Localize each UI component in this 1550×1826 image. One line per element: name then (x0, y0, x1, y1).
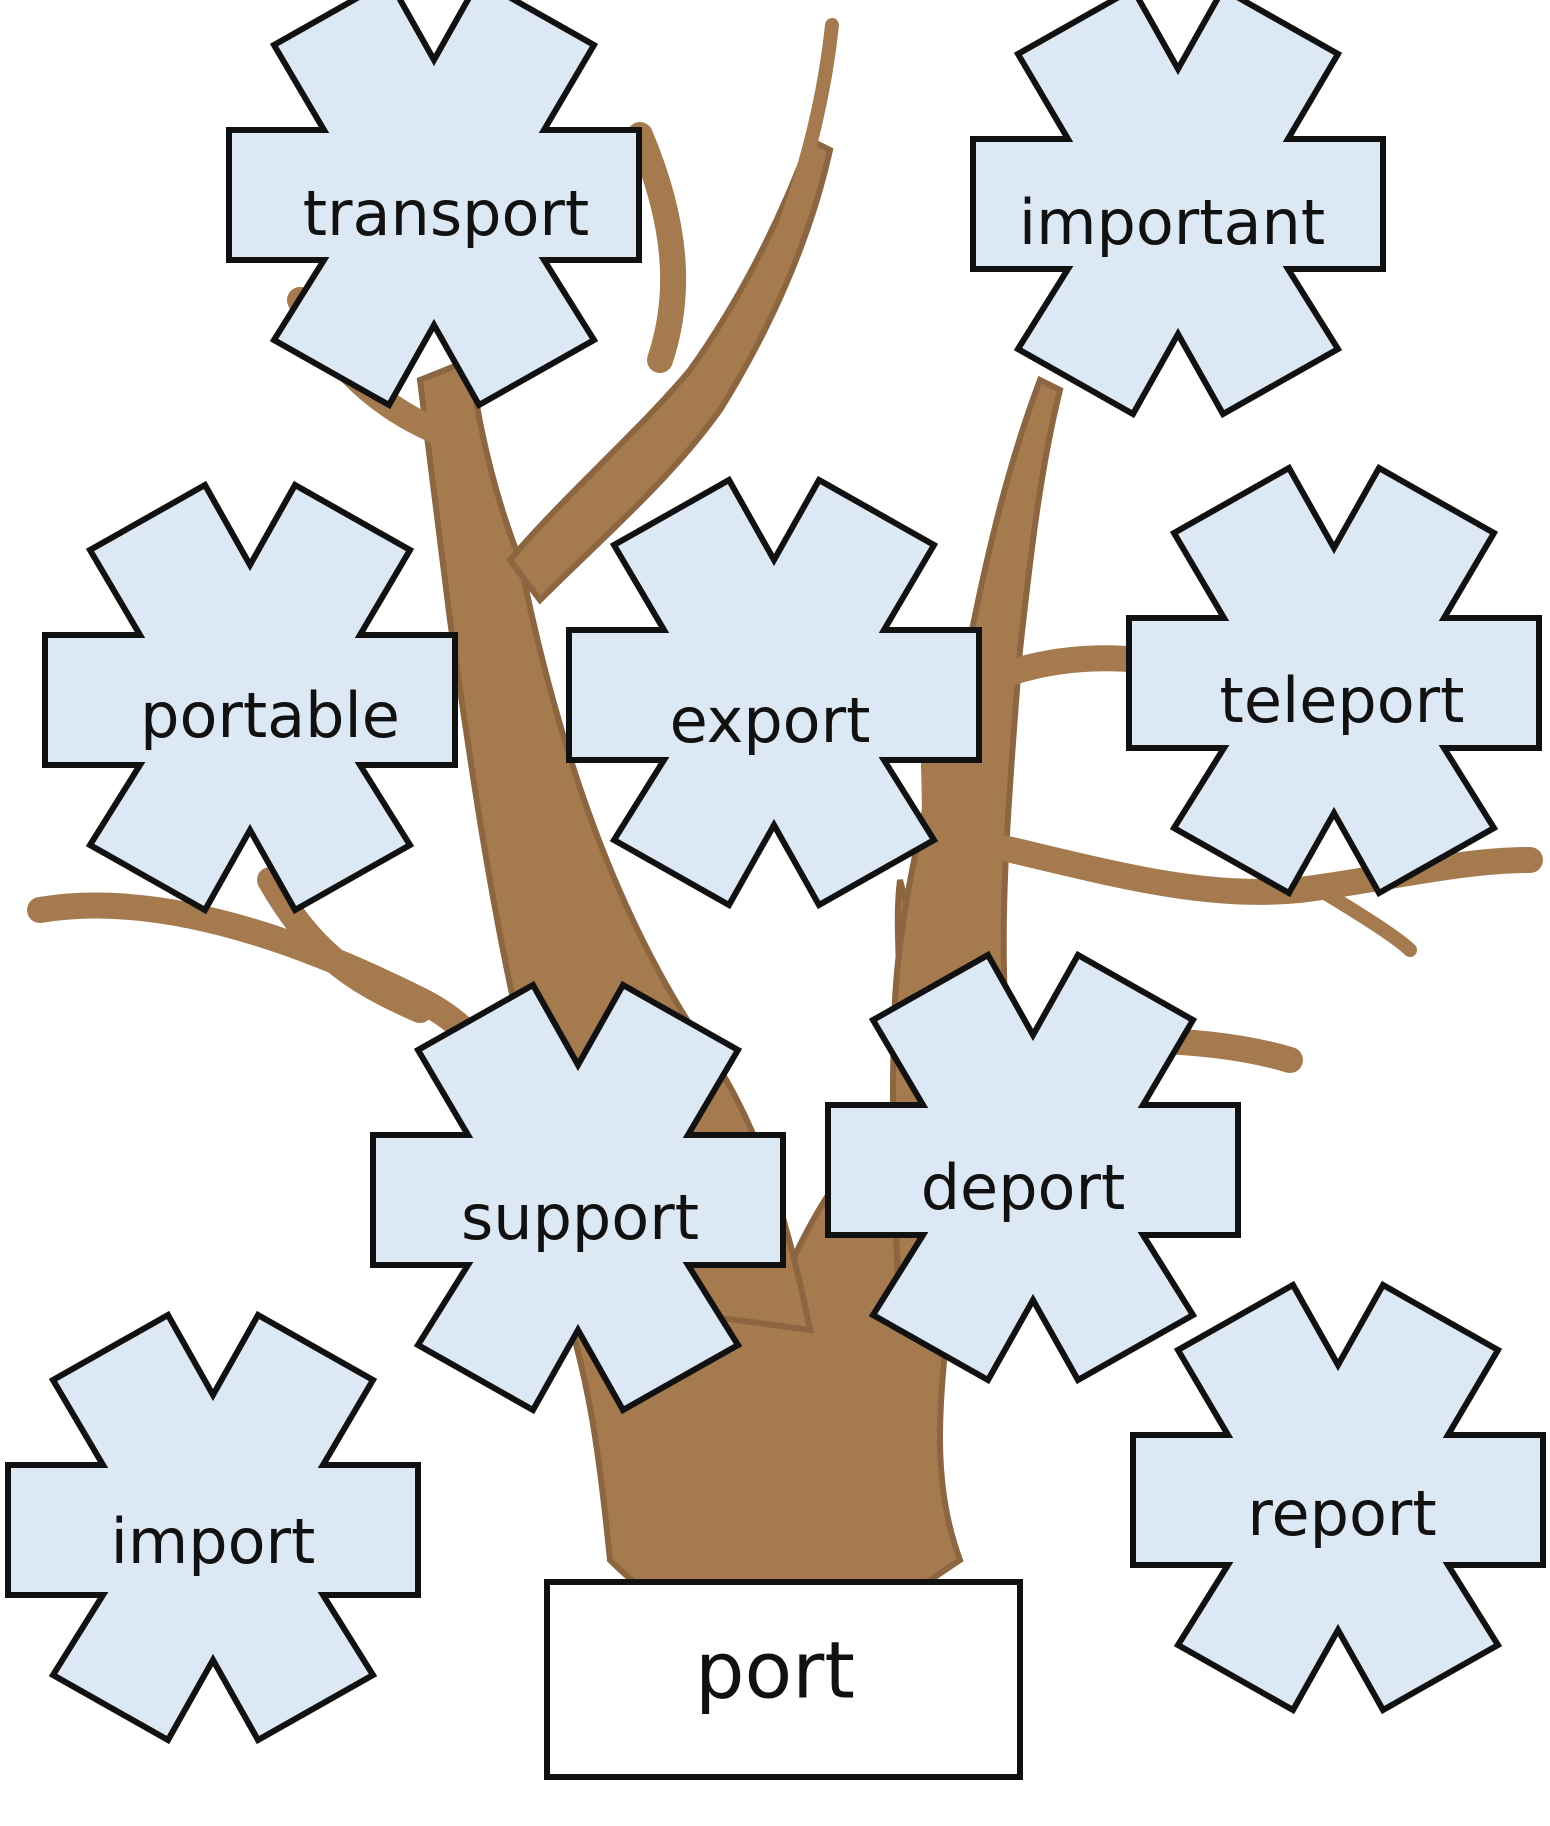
leaf-star-shape (226, 0, 642, 410)
leaf-star-shape (370, 980, 786, 1415)
leaf-important: important (970, 0, 1386, 419)
root-frame (544, 1579, 1023, 1780)
leaf-star-shape (5, 1310, 421, 1745)
twig-top-right (713, 18, 839, 377)
leaf-label: export (670, 684, 871, 757)
leaf-support: support (370, 980, 786, 1415)
leaf-transport: transport (226, 0, 642, 410)
leaf-portable: portable (42, 480, 458, 915)
leaf-label: support (461, 1181, 699, 1254)
leaf-report: report (1130, 1280, 1546, 1715)
leaf-label: transport (303, 177, 589, 250)
leaf-label: teleport (1220, 664, 1465, 737)
leaf-star-shape (566, 475, 982, 910)
leaf-star-shape (1130, 1280, 1546, 1715)
leaf-teleport: teleport (1126, 463, 1542, 898)
leaf-star-shape (825, 950, 1241, 1385)
leaf-star-shape (42, 480, 458, 915)
leaf-import: import (5, 1310, 421, 1745)
center-limb (506, 135, 834, 605)
word-leaves: transport important portable export tele… (5, 0, 1546, 1745)
root-box: port (544, 1579, 1023, 1780)
leaf-star-shape (1126, 463, 1542, 898)
leaf-star-shape (970, 0, 1386, 419)
root-label: port (695, 1626, 855, 1716)
twig-left-mid (257, 867, 433, 1023)
leaf-label: important (1019, 186, 1325, 259)
leaf-label: portable (140, 679, 400, 752)
tree-twigs (27, 18, 1543, 1103)
twig-right-tip (1313, 883, 1417, 957)
leaf-label: report (1247, 1477, 1436, 1550)
twig-top-center (627, 122, 687, 373)
leaf-label: deport (921, 1151, 1126, 1224)
leaf-label: import (111, 1505, 316, 1578)
leaf-deport: deport (825, 950, 1241, 1385)
twig-right-lower (977, 832, 1543, 905)
twig-right-upper (977, 645, 1153, 693)
leaf-export: export (566, 475, 982, 910)
